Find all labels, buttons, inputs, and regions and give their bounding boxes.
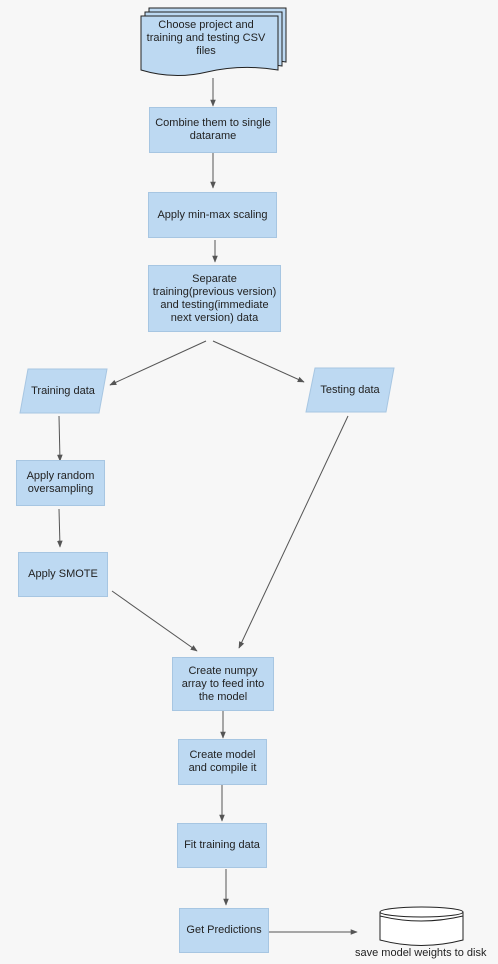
predict-node: Get Predictions [179, 908, 269, 953]
edge-separate-to-training [109, 340, 207, 386]
oversampling-node: Apply random oversampling [16, 460, 105, 506]
separate-node: Separate training(previous version) and … [148, 265, 281, 332]
disk-shape [379, 906, 464, 946]
training-data-node: Training data [31, 384, 95, 397]
edge-training-to-oversampling [57, 415, 63, 462]
save-weights-label: save model weights to disk [355, 947, 487, 959]
fit-node: Fit training data [177, 823, 267, 868]
edge-oversampling-to-smote [57, 508, 63, 548]
smote-node: Apply SMOTE [18, 552, 108, 597]
choose-files-node: Choose project and training and testing … [146, 18, 266, 57]
edge-separate-to-testing [212, 340, 305, 383]
multi-document-shape [140, 7, 287, 77]
combine-node: Combine them to single datarame [149, 107, 277, 153]
testing-data-shape [305, 367, 395, 413]
numpy-node: Create numpy array to feed into the mode… [172, 657, 274, 711]
edge-smote-to-numpy [111, 590, 198, 652]
training-data-shape [19, 368, 108, 414]
edge-testing-to-numpy [238, 415, 349, 649]
minmax-node: Apply min-max scaling [148, 192, 277, 238]
testing-data-node: Testing data [320, 383, 380, 396]
create-model-node: Create model and compile it [178, 739, 267, 785]
